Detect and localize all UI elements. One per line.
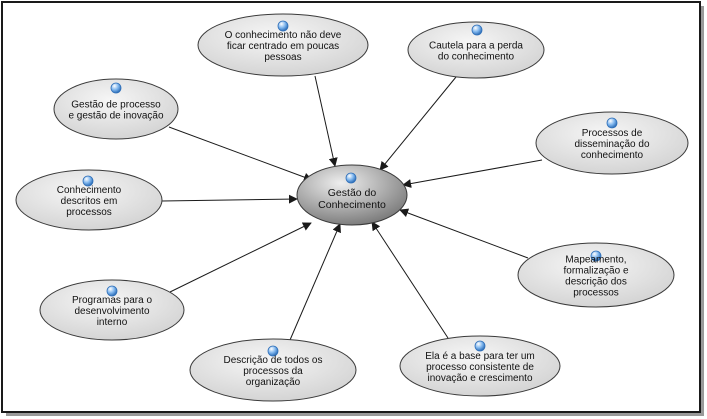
node-label-line: disseminação do bbox=[574, 139, 649, 150]
node-shape bbox=[197, 13, 369, 77]
connector-arrow bbox=[289, 223, 341, 341]
node-label-line: organização bbox=[246, 377, 301, 388]
connector-arrow bbox=[169, 222, 312, 293]
bubble-icon bbox=[267, 345, 279, 357]
bubble-icon bbox=[277, 20, 289, 32]
connector-arrow bbox=[399, 208, 529, 259]
bubble-icon bbox=[110, 82, 122, 94]
node-shape bbox=[189, 338, 357, 402]
connector-arrow bbox=[371, 221, 449, 339]
bubble-icon bbox=[471, 24, 483, 36]
node-label-line: O conhecimento não deve bbox=[225, 30, 342, 41]
center-node-label-line-2: Conhecimento bbox=[318, 199, 386, 211]
node-label-line: e gestão de inovação bbox=[68, 111, 164, 122]
node-label-line: Conhecimento bbox=[57, 185, 122, 196]
center-node[interactable]: Gestão do Conhecimento bbox=[296, 164, 408, 226]
node-label-line: descrição dos bbox=[565, 277, 627, 288]
node-label-line: Cautela para a perda bbox=[429, 41, 523, 52]
node-label-line: Descrição de todos os bbox=[224, 355, 323, 366]
node-label-line: inovação e crescimento bbox=[427, 373, 532, 384]
node-shape bbox=[517, 242, 675, 308]
node-label-line: do conhecimento bbox=[438, 52, 515, 63]
connector-arrow bbox=[168, 126, 313, 182]
node-label-line: pessoas bbox=[264, 52, 301, 63]
bubble-icon bbox=[590, 250, 602, 262]
connector-group bbox=[161, 75, 543, 341]
bubble-icon bbox=[474, 340, 486, 352]
node-label-line: interno bbox=[97, 317, 128, 328]
center-node-label-line-1: Gestão do bbox=[328, 187, 377, 199]
node-label-line: ficar centrado em poucas bbox=[227, 41, 339, 52]
node-shape bbox=[39, 279, 185, 341]
center-node-shape bbox=[296, 164, 408, 226]
node-shape bbox=[535, 111, 689, 175]
node-label-line: descritos em bbox=[61, 196, 118, 207]
connector-arrow bbox=[161, 194, 298, 204]
node-shape bbox=[53, 78, 179, 140]
node-label-line: processo consistente de bbox=[426, 362, 534, 373]
node-label-line: processos bbox=[66, 207, 112, 218]
node-label-line: processos bbox=[573, 288, 619, 299]
node-label-line: desenvolvimento bbox=[74, 306, 149, 317]
node-label-line: conhecimento bbox=[581, 150, 644, 161]
node-label-line: Processos de bbox=[582, 128, 643, 139]
bubble-icon bbox=[345, 172, 357, 184]
node-label-line: Ela é a base para ter um bbox=[425, 351, 535, 362]
node-shape bbox=[399, 335, 561, 397]
node-label-line: Mapeamento, bbox=[565, 255, 626, 266]
connector-arrow bbox=[402, 159, 543, 188]
node-label-line: Gestão de processo bbox=[71, 100, 161, 111]
connector-arrow bbox=[314, 75, 338, 167]
bubble-icon bbox=[606, 117, 618, 129]
node-label-line: processos da bbox=[243, 366, 303, 377]
node-shape bbox=[407, 21, 545, 79]
node-shape bbox=[15, 169, 163, 231]
connector-arrow bbox=[379, 76, 457, 171]
node-label-line: formalização e bbox=[563, 266, 628, 277]
bubble-icon bbox=[106, 285, 118, 297]
bubble-icon bbox=[82, 175, 94, 187]
node-label-line: Programas para o bbox=[72, 295, 152, 306]
